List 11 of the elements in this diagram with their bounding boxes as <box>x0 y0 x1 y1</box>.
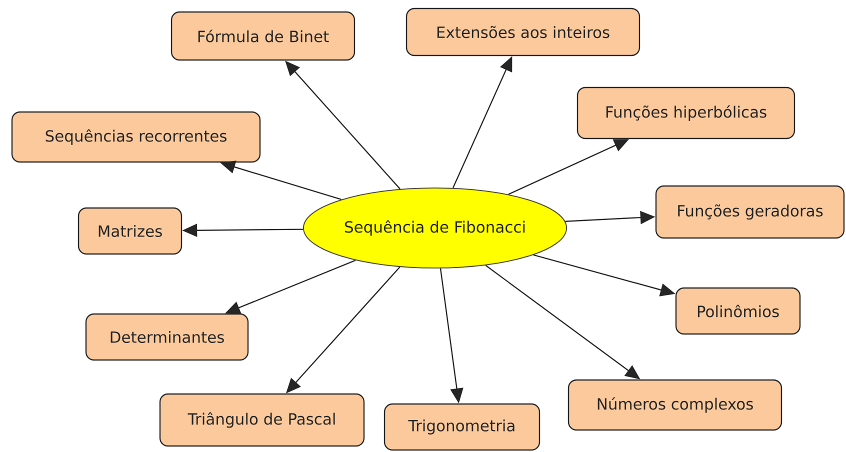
topic-box: Trigonometria <box>384 403 540 451</box>
topic-box: Determinantes <box>85 313 249 361</box>
topic-box: Extensões aos inteiros <box>406 8 640 56</box>
topic-box: Sequências recorrentes <box>11 111 261 163</box>
topic-box: Funções geradoras <box>655 185 845 239</box>
topic-box: Números complexos <box>568 379 782 431</box>
topic-box: Fórmula de Binet <box>170 11 356 61</box>
topic-box: Matrizes <box>78 207 182 255</box>
topic-box: Polinômios <box>675 287 801 335</box>
topic-box: Funções hiperbólicas <box>576 86 796 140</box>
topic-box: Triângulo de Pascal <box>159 393 365 447</box>
